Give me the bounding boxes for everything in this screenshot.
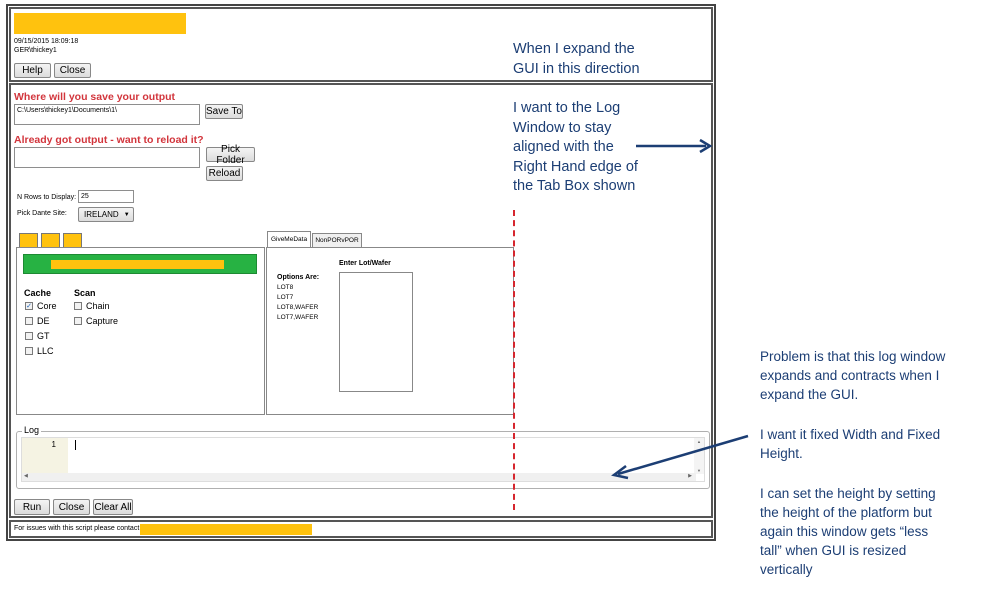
checkbox-gt[interactable]: GT (25, 331, 50, 341)
checkbox-label: GT (37, 331, 50, 341)
checkbox-unchecked-icon (74, 317, 82, 325)
annotation-line: again this window gets “less (760, 524, 929, 539)
annotation-line: I want to the Log (513, 100, 621, 116)
tab-nonporvpor[interactable]: NonPORvPOR (312, 233, 362, 247)
option-item: LOT8,WAFER (277, 304, 319, 311)
checkbox-llc[interactable]: LLC (25, 346, 54, 356)
progress-bar-redaction (51, 260, 224, 269)
line-number: 1 (51, 440, 56, 449)
checkbox-chain[interactable]: Chain (74, 301, 110, 311)
checkbox-label: LLC (37, 346, 54, 356)
run-button[interactable]: Run (14, 499, 50, 515)
annotation-line: When I expand the (513, 41, 635, 57)
site-select[interactable]: IRELAND ▼ (78, 207, 134, 222)
horizontal-scrollbar[interactable]: ◀ ▶ (22, 473, 696, 481)
annotation-line: Right Hand edge of (513, 158, 638, 175)
save-to-button[interactable]: Save To (205, 104, 243, 119)
save-heading: Where will you save your output (14, 91, 176, 103)
option-item: LOT7,WAFER (277, 314, 319, 321)
help-button[interactable]: Help (14, 63, 51, 78)
arrow-to-log (611, 434, 749, 480)
annotation-line: expand the GUI. (760, 387, 859, 402)
pick-folder-button[interactable]: Pick Folder (206, 144, 255, 166)
annotation-line: I want it fixed Width and Fixed (760, 427, 941, 442)
cache-heading: Cache (24, 288, 52, 298)
username: GER\thickey1 (14, 47, 57, 54)
annotation-line: aligned with the (513, 139, 614, 155)
arrow-right (636, 138, 713, 154)
annotation-line: vertically (760, 562, 813, 577)
scroll-up-icon[interactable]: ▲ (697, 439, 701, 444)
n-rows-input[interactable]: 25 (78, 190, 134, 203)
annotation-problem: Problem is that this log window expands … (760, 347, 945, 404)
main-panel: Where will you save your output C:\Users… (9, 83, 713, 518)
checkbox-capture[interactable]: Capture (74, 316, 118, 326)
annotation-line: Height. (760, 446, 803, 461)
annotation-height: I can set the height by setting the heig… (760, 484, 936, 579)
reload-path-input[interactable] (14, 147, 200, 168)
log-legend: Log (22, 425, 42, 435)
annotation-line: I can set the height by setting (760, 486, 936, 501)
site-label: Pick Dante Site: (17, 210, 67, 217)
checkbox-unchecked-icon (25, 317, 33, 325)
n-rows-label: N Rows to Display: (17, 194, 77, 201)
checkbox-unchecked-icon (25, 332, 33, 340)
header-panel: 09/15/2015 18:09:18 GER\thickey1 Help Cl… (9, 7, 713, 82)
annotation-line: expands and contracts when I (760, 368, 940, 383)
checkbox-label: Core (37, 301, 57, 311)
contact-text: For issues with this script please conta… (14, 525, 140, 532)
tab-givemedata[interactable]: GiveMeData (267, 231, 311, 247)
reload-button[interactable]: Reload (206, 166, 243, 181)
option-item: LOT8 (277, 284, 294, 291)
checkbox-de[interactable]: DE (25, 316, 50, 326)
gui-outer-border (6, 4, 716, 541)
vertical-scrollbar[interactable]: ▲ ▼ (694, 438, 704, 474)
annotation-line: Window to stay (513, 119, 612, 136)
left-tab-panel: Cache Scan ✓ Core DE GT LLC Chain Capture (16, 247, 265, 415)
status-bar: For issues with this script please conta… (9, 520, 713, 538)
annotation-expand-direction: When I expand the GUI in this direction (513, 40, 640, 79)
close-button-top[interactable]: Close (54, 63, 91, 78)
checkbox-checked-icon: ✓ (25, 302, 33, 310)
scan-heading: Scan (74, 288, 96, 298)
checkbox-label: DE (37, 316, 50, 326)
redacted-contact (140, 524, 312, 535)
clear-all-button[interactable]: Clear All (93, 499, 133, 515)
text-cursor (75, 440, 76, 450)
scroll-down-icon[interactable]: ▼ (697, 468, 701, 473)
close-button-bottom[interactable]: Close (53, 499, 90, 515)
progress-bar (23, 254, 257, 274)
option-item: LOT7 (277, 294, 294, 301)
annotation-log-alignment: I want to the Log Window to stay aligned… (513, 99, 638, 197)
save-path-input[interactable]: C:\Users\thickey1\Documents\1\ (14, 104, 200, 125)
annotation-line: the Tab Box shown (513, 178, 636, 194)
annotation-line: GUI in this direction (513, 60, 640, 77)
lot-wafer-textarea[interactable] (339, 272, 413, 392)
checkbox-label: Capture (86, 316, 119, 326)
lot-heading: Enter Lot/Wafer (339, 260, 391, 267)
scroll-left-icon[interactable]: ◀ (24, 473, 28, 479)
annotation-line: Problem is that this log window (760, 349, 946, 364)
checkbox-core[interactable]: ✓ Core (25, 301, 57, 311)
checkbox-unchecked-icon (74, 302, 82, 310)
options-heading: Options Are: (277, 274, 320, 281)
timestamp: 09/15/2015 18:09:18 (14, 38, 79, 45)
log-editor[interactable]: 1 ▲ ▼ ◀ ▶ (21, 437, 705, 482)
redacted-title (14, 13, 186, 34)
right-tab-panel: Enter Lot/Wafer Options Are: LOT8 LOT7 L… (266, 247, 514, 415)
reload-heading: Already got output - want to reload it? (14, 134, 204, 146)
log-groupbox: Log 1 ▲ ▼ ◀ ▶ (16, 425, 710, 489)
scroll-right-icon[interactable]: ▶ (688, 473, 692, 479)
annotation-fixed-size: I want it fixed Width and Fixed Height. (760, 425, 940, 463)
alignment-guide-line (513, 210, 515, 510)
annotation-line: the height of the platform but (760, 505, 932, 520)
site-select-value: IRELAND (84, 210, 119, 219)
chevron-down-icon: ▼ (123, 211, 130, 218)
checkbox-unchecked-icon (25, 347, 33, 355)
annotation-line: tall” when GUI is resized (760, 543, 907, 558)
line-number-gutter: 1 (22, 438, 68, 474)
checkbox-label: Chain (86, 301, 110, 311)
